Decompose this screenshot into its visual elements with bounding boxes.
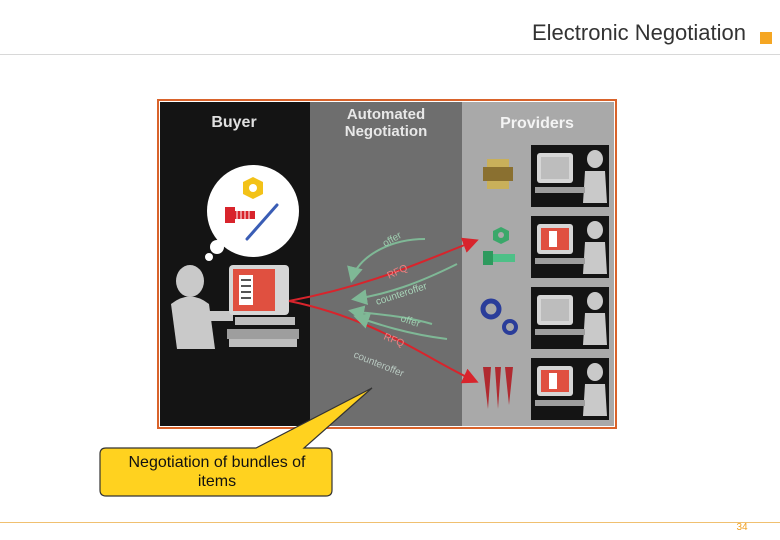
- accent-square: [760, 32, 772, 44]
- automated-negotiation-panel: [310, 102, 462, 426]
- washers-icon: [480, 298, 518, 335]
- header-divider: [0, 54, 780, 55]
- thought-bubble: [205, 165, 299, 261]
- nut-and-green-bolt-icon: [483, 227, 515, 265]
- provider-station-2: [531, 216, 609, 278]
- provider-station-4: [531, 358, 609, 420]
- green-arrow-bottom: [348, 305, 433, 325]
- green-arrow-top-return: [351, 263, 458, 306]
- nut-bolt-assembly-icon: [483, 159, 513, 189]
- automated-heading-line1: Automated: [347, 106, 425, 123]
- buyer-computer-icon: [227, 265, 299, 347]
- buyer-person-icon: [171, 265, 233, 349]
- page-number: 34: [736, 522, 748, 533]
- bolt-icon: [225, 207, 255, 223]
- red-arrow-top: [288, 237, 479, 302]
- providers-heading: Providers: [500, 115, 574, 132]
- provider-station-1: [531, 145, 609, 207]
- provider-station-3: [531, 287, 609, 349]
- footer-divider: [0, 522, 780, 523]
- green-arrow-bottom-return: [353, 313, 448, 340]
- slide-title: Electronic Negotiation: [531, 20, 746, 45]
- callout-text: Negotiation of bundles of items: [128, 454, 306, 490]
- automated-heading-line2: Negotiation: [345, 123, 428, 140]
- buyer-panel: [160, 102, 310, 426]
- negotiation-diagram: Buyer Automated Negotiation Providers: [157, 99, 617, 429]
- buyer-heading: Buyer: [211, 114, 256, 131]
- screws-icon: [483, 367, 513, 409]
- screw-icon: [245, 203, 279, 241]
- red-arrow-bottom: [288, 300, 479, 384]
- green-arrow-top: [347, 238, 426, 283]
